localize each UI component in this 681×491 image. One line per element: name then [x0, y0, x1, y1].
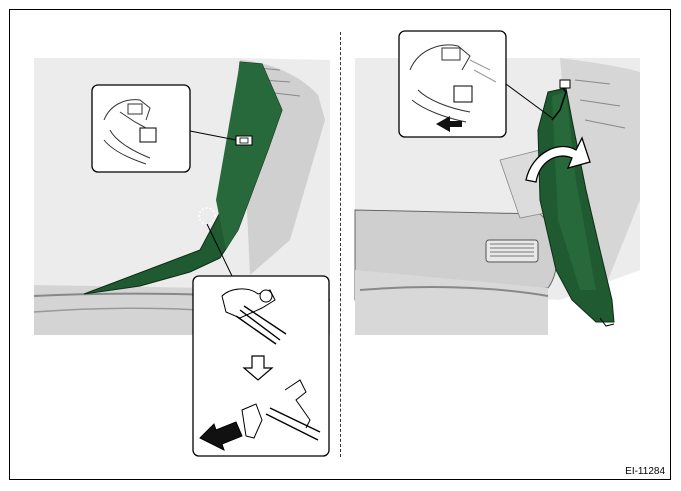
connector-inset-icon: [91, 84, 191, 173]
connector-marker: [235, 135, 253, 146]
curved-removal-arrow-icon: [525, 136, 591, 183]
figure-frame: [9, 9, 671, 480]
clip-removal-inset-icon: [192, 275, 330, 457]
figure-id-label: EI-11284: [625, 466, 665, 477]
pull-direction-arrow-icon: [199, 421, 243, 451]
panel-divider: [340, 32, 341, 457]
down-arrow-icon: [242, 355, 274, 381]
connector-disconnect-inset-icon: [398, 30, 507, 138]
